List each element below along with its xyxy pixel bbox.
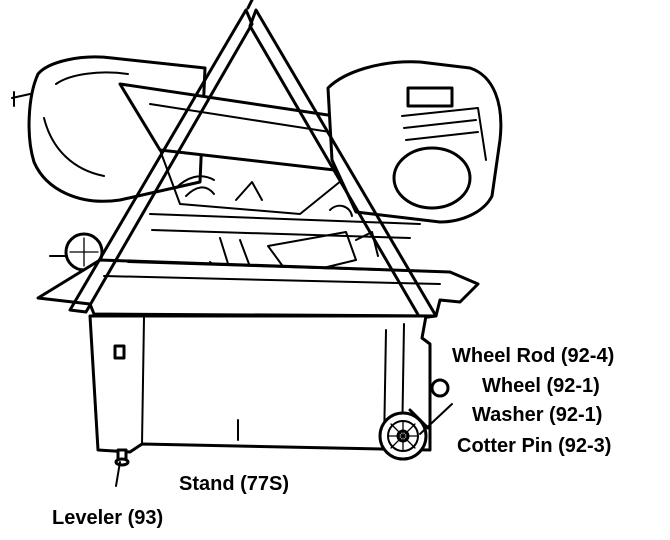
front-wheel [378, 408, 430, 461]
label-washer: Washer (92-1) [472, 404, 602, 426]
label-cotter-pin: Cotter Pin (92-3) [457, 435, 611, 457]
stand-latch [113, 344, 126, 360]
saw-base [36, 258, 480, 318]
motor-housing [326, 60, 503, 224]
stand-cabinet [88, 314, 450, 467]
label-wheel: Wheel (92-1) [482, 375, 600, 397]
label-leveler: Leveler (93) [52, 507, 163, 529]
label-wheel-rod: Wheel Rod (92-4) [452, 345, 614, 367]
leader-lines [115, 403, 453, 487]
label-stand: Stand (77S) [179, 473, 289, 495]
